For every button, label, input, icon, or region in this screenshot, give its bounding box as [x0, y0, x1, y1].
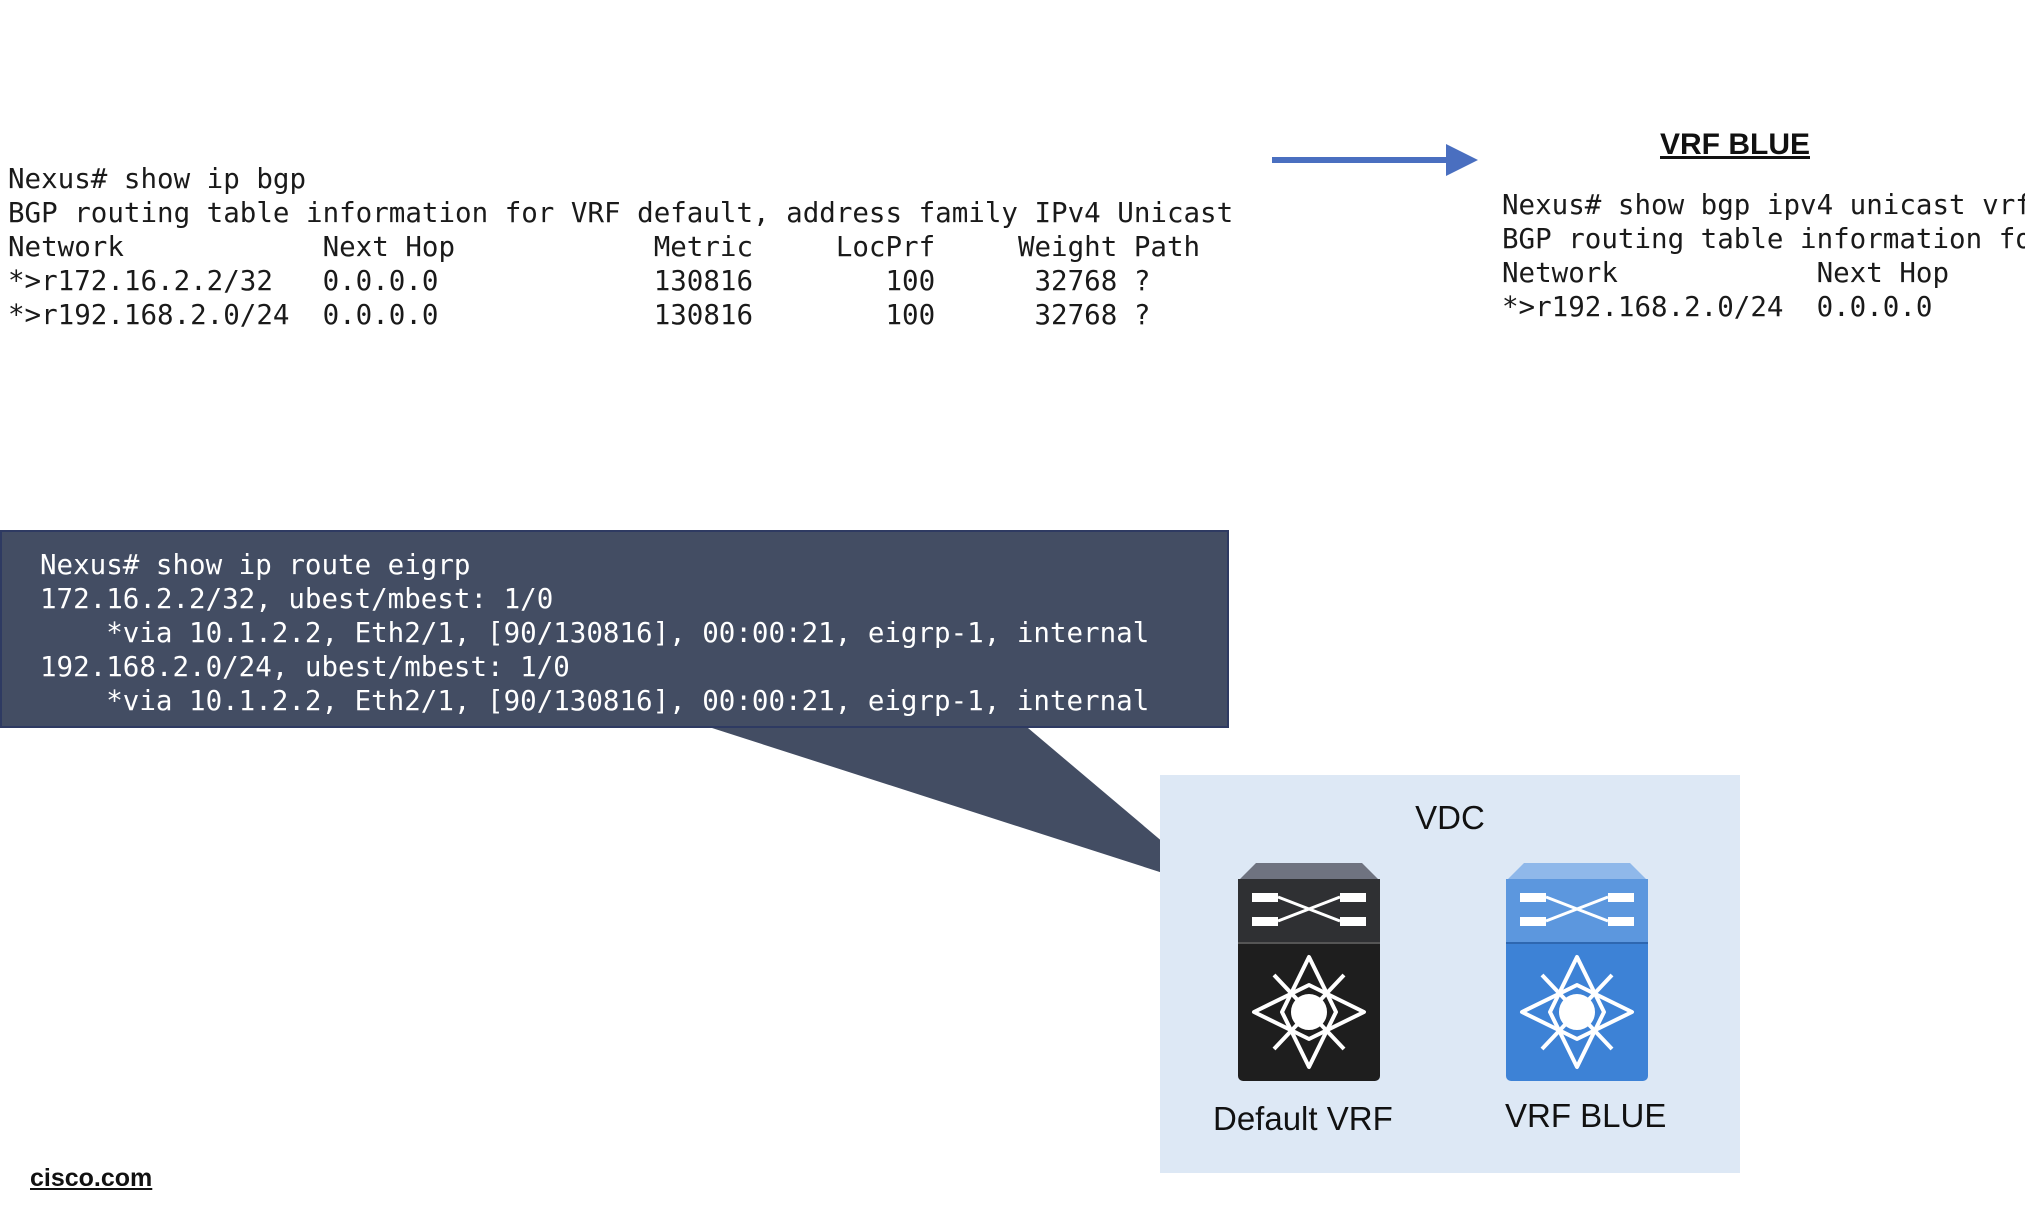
- cisco-link[interactable]: cisco.com: [30, 1164, 153, 1192]
- bgp-default-line: *>r172.16.2.2/32 0.0.0.0 130816 100 3276…: [8, 265, 1151, 297]
- eigrp-line: *via 10.1.2.2, Eth2/1, [90/130816], 00:0…: [40, 685, 1150, 717]
- vrf-blue-switch-icon: [1506, 863, 1648, 1081]
- bgp-default-line: BGP routing table information for VRF de…: [8, 197, 1234, 229]
- bgp-default-line: Nexus# show ip bgp: [8, 163, 307, 195]
- eigrp-line: 192.168.2.0/24, ubest/mbest: 1/0: [40, 651, 570, 683]
- eigrp-line: *via 10.1.2.2, Eth2/1, [90/130816], 00:0…: [40, 617, 1150, 649]
- vrf-blue-label: VRF BLUE: [1505, 1097, 1667, 1134]
- vrf-blue-heading: VRF BLUE: [1660, 128, 1810, 161]
- vdc-label: VDC: [1415, 799, 1485, 836]
- bgp-blue-line: BGP routing table information fo: [1502, 223, 2025, 255]
- right-arrow-icon: [1272, 144, 1478, 176]
- eigrp-line: 172.16.2.2/32, ubest/mbest: 1/0: [40, 583, 554, 615]
- default-vrf-switch-icon: [1238, 863, 1380, 1081]
- bgp-blue-line: Network Next Hop: [1502, 257, 1950, 289]
- bgp-blue-output: Nexus# show bgp ipv4 unicast vrf BGP rou…: [1502, 188, 2025, 324]
- eigrp-output: Nexus# show ip route eigrp 172.16.2.2/32…: [40, 548, 1149, 718]
- eigrp-line: Nexus# show ip route eigrp: [40, 549, 471, 581]
- vdc-panel: VDC: [1160, 775, 1740, 1173]
- callout-tail: [712, 728, 1222, 892]
- default-vrf-label: Default VRF: [1213, 1100, 1393, 1137]
- bgp-default-line: *>r192.168.2.0/24 0.0.0.0 130816 100 327…: [8, 299, 1151, 331]
- bgp-default-line: Network Next Hop Metric LocPrf Weight Pa…: [8, 231, 1201, 263]
- bgp-blue-line: Nexus# show bgp ipv4 unicast vrf: [1502, 189, 2025, 221]
- eigrp-route-callout: Nexus# show ip route eigrp 172.16.2.2/32…: [0, 530, 1229, 728]
- bgp-blue-line: *>r192.168.2.0/24 0.0.0.0: [1502, 291, 1933, 323]
- bgp-default-output: Nexus# show ip bgp BGP routing table inf…: [8, 162, 1233, 332]
